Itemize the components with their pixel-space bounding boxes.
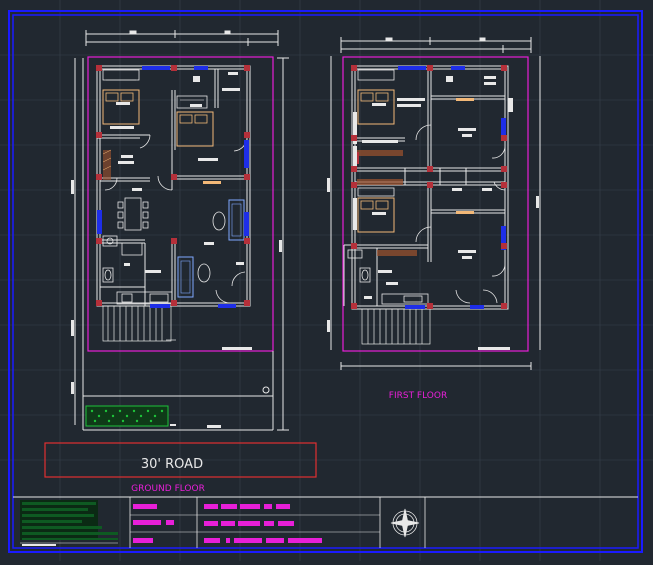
dining-table [117, 197, 149, 231]
first-floor-walls [343, 65, 509, 310]
first-floor-windows [398, 66, 506, 309]
ground-floor-columns [96, 65, 250, 306]
ground-floor-bedroom-2 [176, 95, 214, 147]
first-floor-toilets [347, 249, 429, 305]
first-floor-left-dimension [327, 56, 332, 350]
first-floor-plan[interactable] [327, 37, 541, 370]
ground-floor-top-dimensions [85, 30, 279, 46]
first-floor-projections [353, 98, 513, 230]
ground-floor-compound [82, 351, 274, 431]
first-floor-bottom-dimension [340, 362, 532, 370]
ground-floor-windows [97, 66, 249, 308]
ground-floor-wardrobe [102, 149, 112, 180]
ground-floor-staircase [102, 305, 176, 342]
road-box [44, 442, 317, 478]
kitchen-counter [116, 291, 173, 305]
first-floor-doors [415, 124, 506, 304]
first-floor-lintels [456, 98, 474, 214]
title-block [13, 496, 638, 548]
first-floor-bedroom-2 [357, 187, 395, 233]
first-floor-room-labels [362, 76, 510, 350]
ground-floor-label: GROUND FLOOR [131, 484, 205, 494]
compass-rose-icon [390, 508, 420, 538]
ground-floor-lintel [203, 181, 221, 184]
ground-floor-plot-boundary [87, 56, 274, 352]
first-floor-staircase [361, 308, 431, 345]
first-floor-plot-boundary [342, 56, 529, 352]
ground-floor-room-labels [110, 72, 252, 350]
first-floor-right-dimension [536, 56, 541, 350]
ground-floor-toilet [102, 235, 143, 283]
first-floor-bedroom-1 [357, 69, 395, 125]
ground-floor-right-dimension [277, 57, 289, 431]
ground-floor-doors [104, 134, 248, 304]
first-floor-label: FIRST FLOOR [389, 391, 447, 401]
first-floor-wardrobes [355, 150, 417, 256]
road-label: 30' ROAD [141, 457, 203, 472]
living-sofa [177, 199, 245, 298]
first-floor-columns [351, 65, 507, 309]
ground-floor-bedroom-1 [102, 69, 140, 125]
garden-bed [85, 405, 169, 427]
ground-floor-plan[interactable] [71, 30, 289, 431]
drawing-frame [8, 10, 643, 553]
first-floor-top-dimensions [340, 37, 532, 53]
